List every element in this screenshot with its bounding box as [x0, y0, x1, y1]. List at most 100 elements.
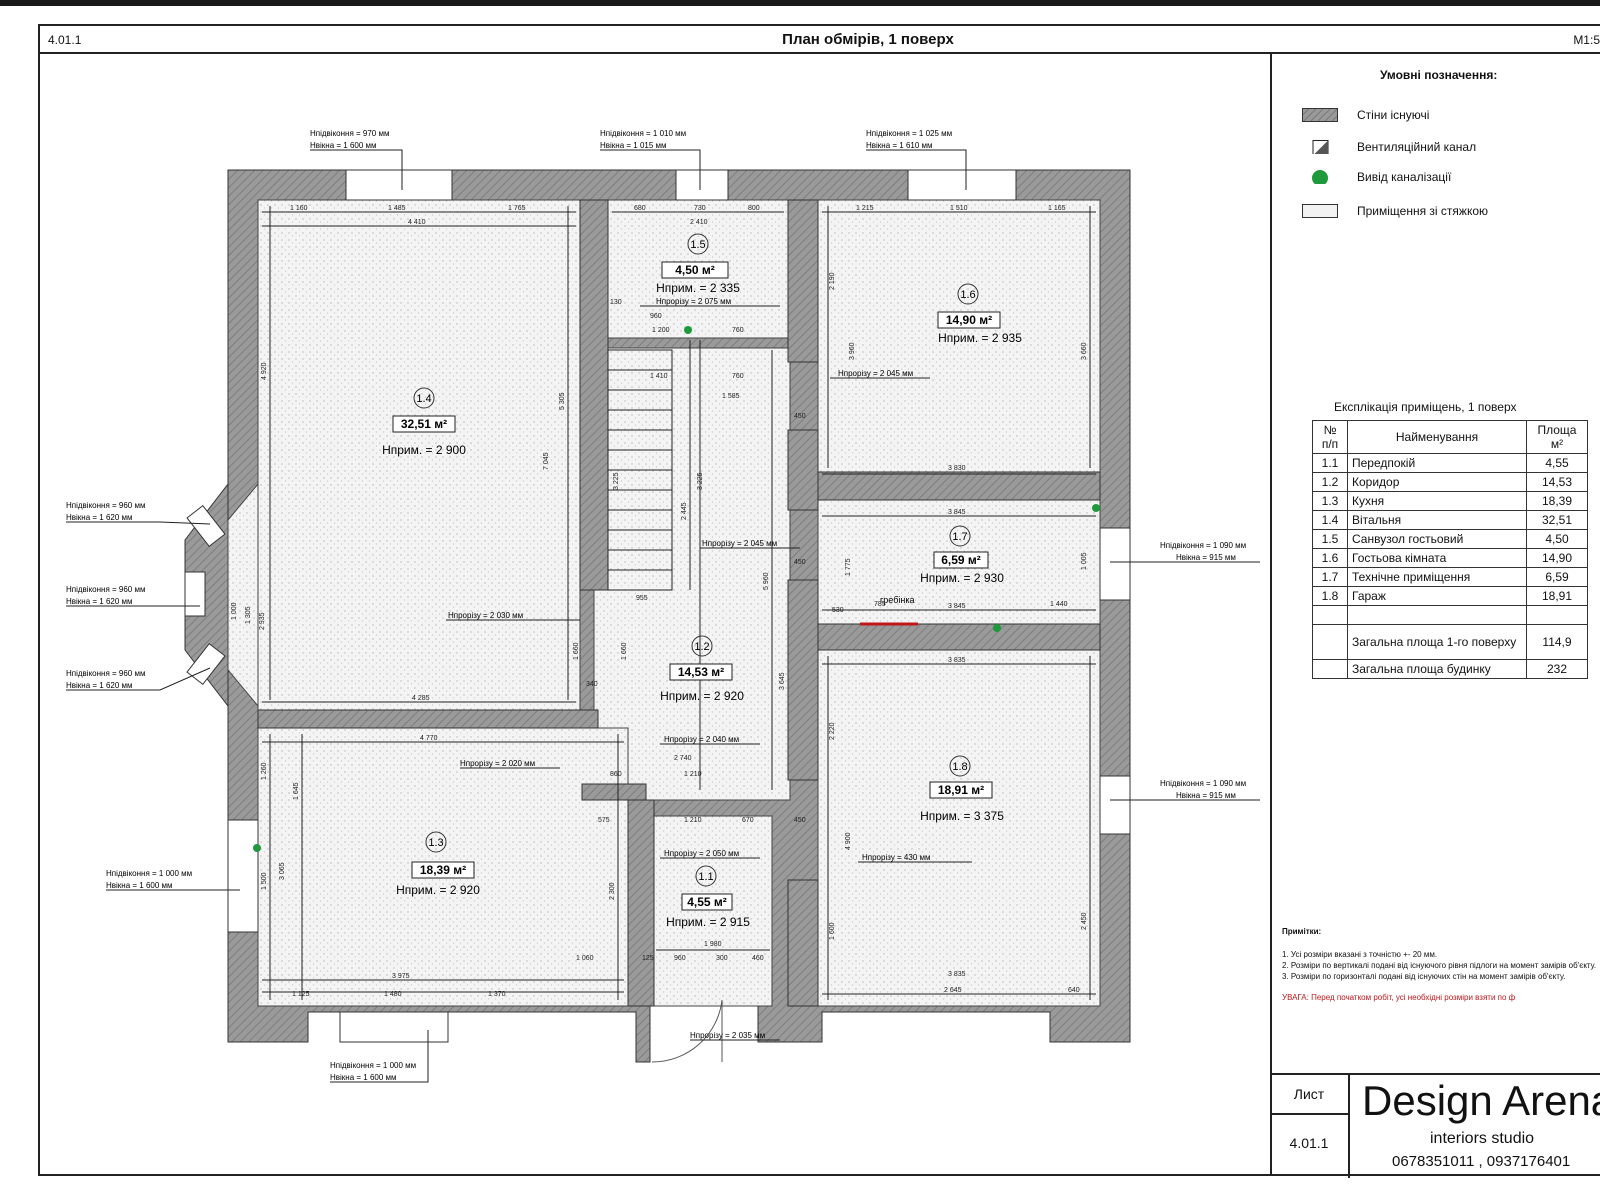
- window-note-top: Hвікна = 1 015 мм: [600, 141, 667, 150]
- note-leaders: [66, 149, 1260, 1083]
- cell-num: 1.4: [1312, 510, 1348, 530]
- screed-room-swatch: [1302, 204, 1338, 218]
- window-note-sill: Hпідвіконня = 1 000 мм: [330, 1061, 416, 1070]
- window-note-top: Hвікна = 1 600 мм: [330, 1073, 397, 1082]
- window-note-sill: Hпідвіконня = 1 010 мм: [600, 129, 686, 138]
- col-num: № п/п: [1312, 420, 1348, 454]
- floor-plan: 1.4 32,51 м² Hприм. = 2 900 1.5 4,50 м² …: [66, 129, 1260, 1083]
- cell-name: Передпокій: [1347, 453, 1527, 473]
- dimension-labels: 1 160 1 485 1 765 4 410 680 730 800 2 41…: [290, 205, 1080, 998]
- dim: 4 410: [408, 219, 426, 226]
- brand-subtitle: interiors studio: [1430, 1130, 1535, 1147]
- col-name: Найменування: [1347, 420, 1527, 454]
- dim: 760: [732, 373, 744, 380]
- dim: 760: [732, 327, 744, 334]
- sheet-label: Лист: [1270, 1075, 1350, 1115]
- dim: 1 215: [856, 205, 874, 212]
- manifold-label: гребінка: [880, 595, 914, 605]
- dim: 1 005: [1081, 552, 1088, 570]
- dim: 960: [674, 955, 686, 962]
- dim: 800: [748, 205, 760, 212]
- cell-num: 1.5: [1312, 529, 1348, 549]
- cell-area: 4,55: [1526, 453, 1588, 473]
- cell-num: 1.1: [1312, 453, 1348, 473]
- dim: 1 305: [245, 606, 252, 624]
- dim: 2 220: [829, 722, 836, 740]
- hatched-wall-swatch: [1302, 108, 1338, 122]
- door-note: Hпрорізу = 2 035 мм: [690, 1031, 765, 1040]
- dim: 450: [794, 559, 806, 566]
- dim: 2 645: [944, 987, 962, 994]
- dim: 1 370: [488, 991, 506, 998]
- dim: 3 845: [948, 603, 966, 610]
- dim: 300: [716, 955, 728, 962]
- sewer-outlet-icon: [1312, 170, 1328, 184]
- table-header: № п/п Найменування Площа м²: [1312, 420, 1588, 454]
- room-label-1-4: 1.4 32,51 м² Hприм. = 2 900: [382, 387, 466, 457]
- room-area: 6,59 м²: [941, 553, 981, 567]
- door-note: Hпрорізу = 2 030 мм: [448, 611, 523, 620]
- window-note-sill: Hпідвіконня = 970 мм: [310, 129, 389, 138]
- entrance-door-swing: [651, 999, 723, 1063]
- dim: 3 835: [948, 971, 966, 978]
- dim: 785: [874, 601, 886, 608]
- door-note: Hпрорізу = 2 040 мм: [664, 735, 739, 744]
- room-label-1-6: 1.6 14,90 м² Hприм. = 2 935: [937, 283, 1022, 345]
- dim: 3 835: [948, 657, 966, 664]
- window-note-top: Hвікна = 1 600 мм: [106, 881, 173, 890]
- dim: 5 305: [559, 392, 566, 410]
- dim: 680: [634, 205, 646, 212]
- cell-num: 1.8: [1312, 586, 1348, 606]
- room-number: 1.6: [960, 289, 975, 301]
- dim: 2 740: [674, 755, 692, 762]
- room-number: 1.8: [952, 761, 967, 773]
- cell-name: Кухня: [1347, 491, 1527, 511]
- dim: 1 510: [950, 205, 968, 212]
- dim: 5 960: [763, 572, 770, 590]
- room-label-1-3: 1.3 18,39 м² Hприм. = 2 920: [396, 831, 480, 897]
- dim: 860: [610, 771, 622, 778]
- room-label-1-5: 1.5 4,50 м² Hприм. = 2 335: [656, 233, 740, 295]
- ventilation-shaft-icon: [1312, 140, 1329, 154]
- door-note: Hпрорізу = 2 050 мм: [664, 849, 739, 858]
- dim: 3 845: [948, 509, 966, 516]
- cell-area: 18,39: [1526, 491, 1588, 511]
- total-house-label: Загальна площа будинку: [1347, 659, 1527, 679]
- room-area: 18,91 м²: [938, 783, 984, 797]
- door-note: Hпрорізу = 430 мм: [862, 853, 931, 862]
- notes: Примітки: 1. Усі розміри вказані з точні…: [1282, 926, 1600, 1003]
- dim: 1 160: [290, 205, 308, 212]
- dim: 530: [832, 607, 844, 614]
- dim: 3 065: [279, 862, 286, 880]
- window-note-sill: Hпідвіконня = 960 мм: [66, 669, 145, 678]
- dim: 1 660: [621, 642, 628, 660]
- window-note-top: Hвікна = 915 мм: [1176, 553, 1236, 562]
- cell-num: 1.3: [1312, 491, 1348, 511]
- door-note: Hпрорізу = 2 020 мм: [460, 759, 535, 768]
- dim: 670: [742, 817, 754, 824]
- dim: 640: [1068, 987, 1080, 994]
- room-label-1-2: 1.2 14,53 м² Hприм. = 2 920: [660, 635, 744, 703]
- dim: 1 440: [1050, 601, 1068, 608]
- dim: 1 165: [1048, 205, 1066, 212]
- legend-panel: Умовні позначення: Стіни існуючі Вентиля…: [1270, 54, 1600, 1176]
- dim: 340: [586, 681, 598, 688]
- dim: 3 975: [392, 973, 410, 980]
- dim: 2 410: [690, 219, 708, 226]
- dim: 130: [610, 299, 622, 306]
- window-note-sill: Hпідвіконня = 960 мм: [66, 501, 145, 510]
- dim: 460: [752, 955, 764, 962]
- brand-name: Design Arena: [1362, 1077, 1600, 1124]
- brand-phones: 0678351011 , 0937176401: [1392, 1153, 1571, 1170]
- explication-title: Експлікація приміщень, 1 поверх: [1334, 400, 1517, 414]
- cell-name: Гостьова кімната: [1347, 548, 1527, 568]
- dim: 1 585: [722, 393, 740, 400]
- total-floor-value: 114,9: [1526, 624, 1588, 660]
- door-note: Hпрорізу = 2 045 мм: [702, 539, 777, 548]
- notes-warning: УВАГА: Перед початком робіт, усі необхід…: [1282, 993, 1516, 1002]
